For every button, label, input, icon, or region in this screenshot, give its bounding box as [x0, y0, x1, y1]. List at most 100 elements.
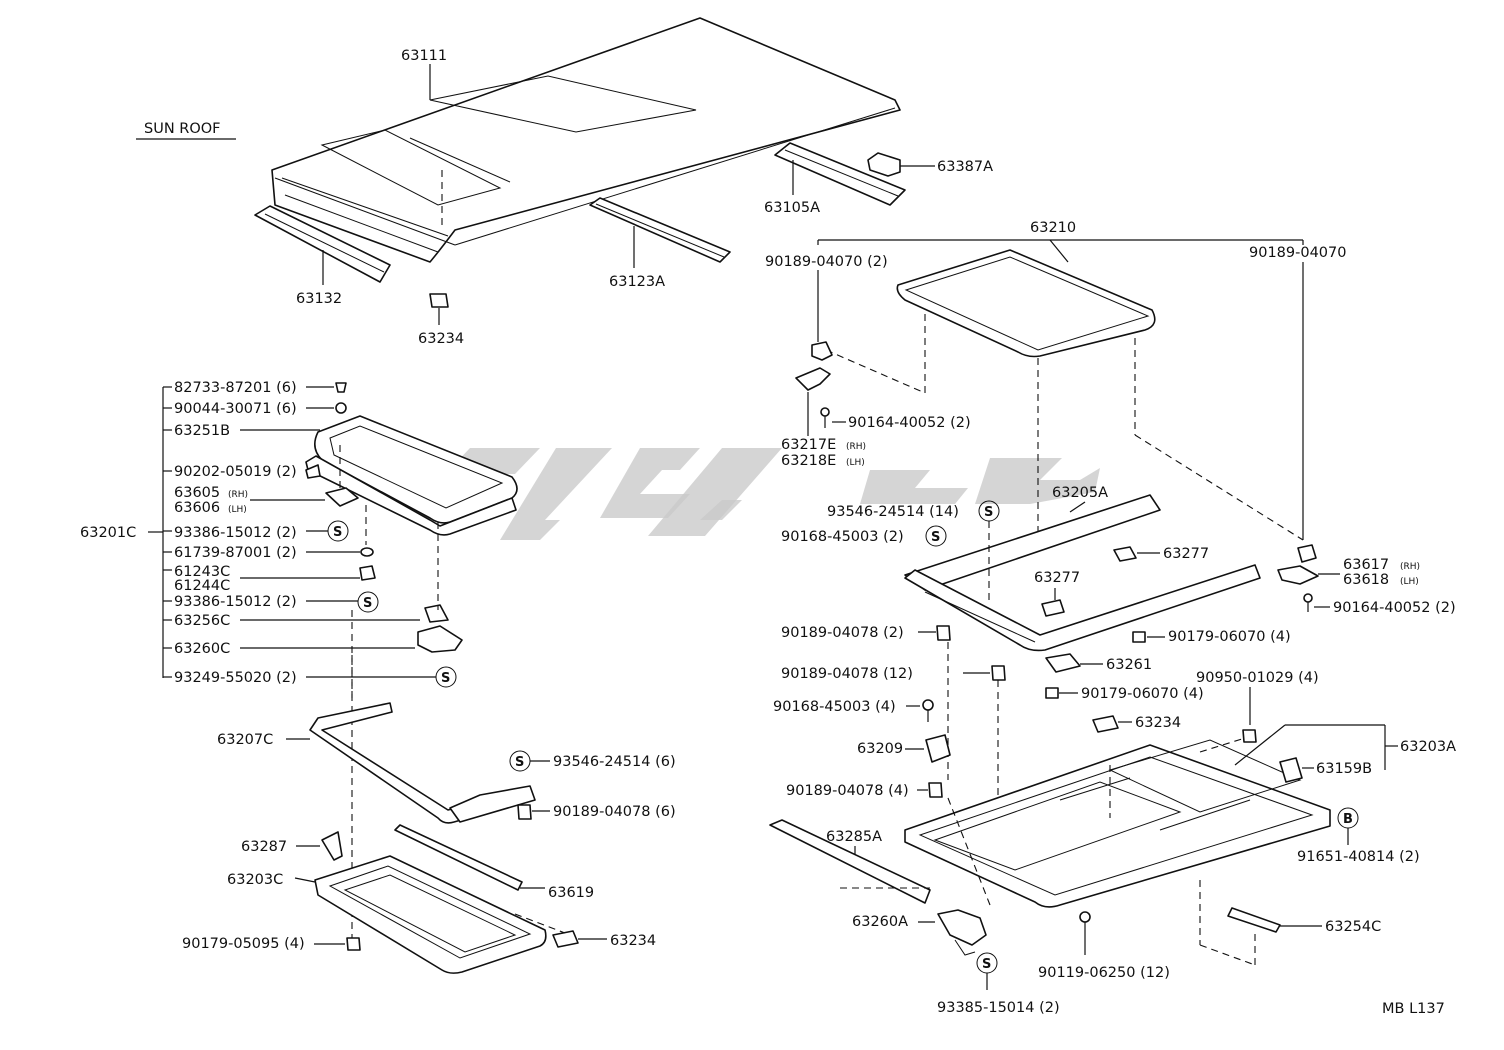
bracket-63217E: 63217E (RH) 63218E (LH)	[781, 341, 866, 469]
svg-text:63111: 63111	[401, 48, 447, 64]
svg-text:(RH): (RH)	[1400, 562, 1420, 572]
rear-rail-63105A: 63105A	[764, 142, 906, 216]
frame-63207C: 63207C	[217, 702, 536, 824]
bracket-63287: 63287	[241, 831, 343, 861]
svg-text:90044-30071 (6): 90044-30071 (6)	[174, 401, 297, 417]
svg-text:90164-40052 (2): 90164-40052 (2)	[1333, 600, 1456, 616]
svg-text:S: S	[515, 755, 524, 770]
seal-63619: 63619	[394, 824, 594, 901]
front-rail-63132: 63132	[254, 205, 391, 307]
svg-text:90189-04078 (4): 90189-04078 (4)	[786, 783, 909, 799]
svg-text:63277: 63277	[1163, 546, 1209, 562]
label-90950-01029: 90950-01029 (4)	[1196, 670, 1319, 743]
svg-text:B: B	[1343, 812, 1353, 827]
label-93385-15014: S 93385-15014 (2)	[937, 952, 1060, 1016]
label-93546-24514-14: 93546-24514 (14) S	[827, 500, 1000, 600]
watermark-logo	[420, 448, 1100, 540]
label-90189-04070-right: 90189-04070	[1249, 245, 1347, 540]
row-93386-15012-a: 93386-15012 (2) S	[163, 520, 349, 542]
row-63256C: 63256C	[163, 604, 449, 629]
pad-63234-mid: 63234	[1092, 715, 1181, 733]
row-63260C: 63260C	[163, 625, 463, 657]
svg-text:63234: 63234	[610, 933, 656, 949]
svg-text:63387A: 63387A	[937, 159, 993, 175]
svg-text:91651-40814 (2): 91651-40814 (2)	[1297, 849, 1420, 865]
row-93249-55020: 93249-55020 (2) S	[163, 666, 457, 688]
nut-90179-06070-b: 90179-06070 (4)	[1045, 686, 1204, 702]
svg-text:(RH): (RH)	[846, 442, 866, 452]
svg-text:61243C: 61243C	[174, 564, 230, 580]
svg-text:63606: 63606	[174, 500, 220, 516]
svg-text:90179-05095 (4): 90179-05095 (4)	[182, 936, 305, 952]
seal-63285A: 63285A	[769, 819, 931, 904]
label-90189-04078-6: 90189-04078 (6)	[517, 804, 676, 820]
bracket-63209: 63209	[857, 734, 951, 763]
svg-text:63207C: 63207C	[217, 732, 273, 748]
label-93546-24514-6: S 93546-24514 (6)	[509, 750, 676, 772]
svg-text:S: S	[363, 596, 372, 611]
svg-text:93249-55020 (2): 93249-55020 (2)	[174, 670, 297, 686]
glass-frame-63251B	[305, 415, 518, 536]
nut-90179-06070-a: 90179-06070 (4)	[1132, 629, 1291, 645]
svg-text:90189-04078 (6): 90189-04078 (6)	[553, 804, 676, 820]
nut-90189-04078-4: 90189-04078 (4)	[786, 782, 943, 799]
svg-text:63277: 63277	[1034, 570, 1080, 586]
pad-63234-low: 63234	[514, 913, 656, 949]
svg-text:63209: 63209	[857, 741, 903, 757]
svg-text:63210: 63210	[1030, 220, 1076, 236]
row-90202-05019: 90202-05019 (2)	[163, 464, 321, 480]
svg-text:63619: 63619	[548, 885, 594, 901]
row-61243C: 61243C 61244C	[163, 564, 376, 594]
svg-text:63287: 63287	[241, 839, 287, 855]
bolt-90164-40052-left: 90164-40052 (2)	[820, 407, 971, 431]
svg-text:63234: 63234	[418, 331, 464, 347]
svg-text:63605: 63605	[174, 485, 220, 501]
svg-text:63217E: 63217E	[781, 437, 836, 453]
svg-text:63205A: 63205A	[1052, 485, 1108, 501]
filter-63254C: 63254C	[1199, 880, 1381, 966]
svg-text:63234: 63234	[1135, 715, 1181, 731]
title-text: SUN ROOF	[144, 121, 221, 137]
svg-text:S: S	[984, 505, 993, 520]
svg-text:90168-45003 (4): 90168-45003 (4)	[773, 699, 896, 715]
svg-text:63256C: 63256C	[174, 613, 230, 629]
svg-text:63285A: 63285A	[826, 829, 882, 845]
nut-90189-04078-2: 90189-04078 (2)	[781, 625, 951, 641]
label-91651-40814: B 91651-40814 (2)	[1297, 807, 1420, 865]
svg-text:63218E: 63218E	[781, 453, 836, 469]
svg-text:61739-87001 (2): 61739-87001 (2)	[174, 545, 297, 561]
bracket-63261: 63261	[1045, 653, 1152, 673]
svg-text:(RH): (RH)	[228, 490, 248, 500]
svg-text:S: S	[441, 671, 450, 686]
svg-text:63159B: 63159B	[1316, 761, 1372, 777]
svg-text:63261: 63261	[1106, 657, 1152, 673]
row-61739-87001: 61739-87001 (2)	[163, 545, 374, 561]
svg-text:93546-24514 (14): 93546-24514 (14)	[827, 504, 959, 520]
svg-text:S: S	[931, 530, 940, 545]
svg-text:(LH): (LH)	[846, 458, 865, 468]
shade-63203C: 63203C	[227, 855, 547, 974]
svg-text:63203C: 63203C	[227, 872, 283, 888]
svg-text:(LH): (LH)	[1400, 577, 1419, 587]
row-63251B: 63251B	[163, 423, 320, 439]
bracket-63159B: 63159B	[1279, 757, 1372, 783]
svg-text:90189-04078 (2): 90189-04078 (2)	[781, 625, 904, 641]
housing-63203A: 63203A	[904, 724, 1456, 908]
svg-text:90189-04070: 90189-04070	[1249, 245, 1347, 261]
svg-text:(LH): (LH)	[228, 505, 247, 515]
roof-panel	[271, 17, 901, 263]
svg-text:90179-06070 (4): 90179-06070 (4)	[1168, 629, 1291, 645]
bolt-90164-40052-right: 90164-40052 (2)	[1303, 593, 1456, 616]
svg-text:90179-06070 (4): 90179-06070 (4)	[1081, 686, 1204, 702]
pad-63234-top: 63234	[418, 293, 464, 347]
svg-text:63123A: 63123A	[609, 274, 665, 290]
diagram-title: SUN ROOF	[136, 121, 236, 140]
label-63111: 63111	[401, 48, 447, 100]
svg-text:90164-40052 (2): 90164-40052 (2)	[848, 415, 971, 431]
row-63605: 63605 (RH) 63606 (LH)	[174, 485, 367, 545]
label-90119-06250: 90119-06250 (12)	[1038, 911, 1170, 981]
bolt-90168-45003-4: 90168-45003 (4)	[773, 699, 934, 722]
svg-text:93546-24514 (6): 93546-24514 (6)	[553, 754, 676, 770]
svg-text:90202-05019 (2): 90202-05019 (2)	[174, 464, 297, 480]
